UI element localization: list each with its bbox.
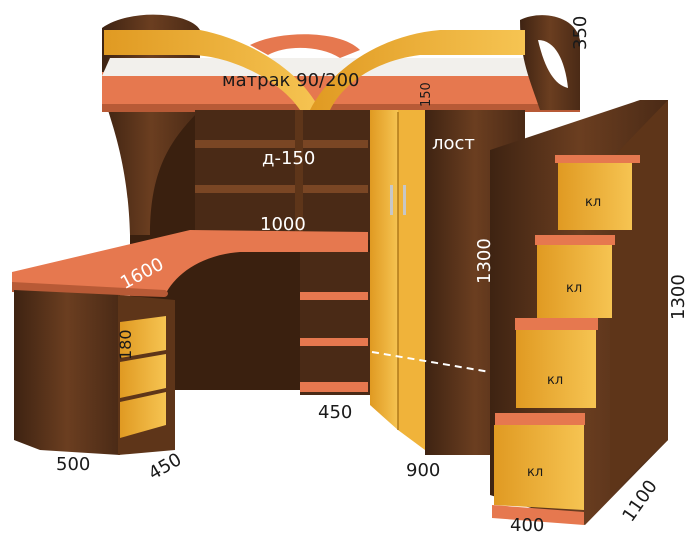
- pedestal-drawer-1: [120, 316, 166, 358]
- label-pedestal-height: 180: [116, 329, 135, 360]
- step-2-top: [535, 235, 615, 245]
- label-pedestal-width: 500: [56, 454, 91, 475]
- desk-pedestal: [14, 290, 120, 455]
- label-desk-width: 1000: [260, 214, 306, 235]
- open-shelf-column: [300, 252, 370, 395]
- label-wardrobe: лост: [432, 133, 475, 154]
- stair-drawer-3: [516, 330, 596, 408]
- open-shelf-2: [300, 338, 368, 346]
- label-drawer-1: кл: [585, 195, 602, 210]
- wardrobe-door-right: [398, 110, 425, 450]
- bed-guard-center: [250, 34, 360, 58]
- label-shelf-depth: д-150: [262, 148, 316, 169]
- label-bed-height: 350: [570, 15, 591, 50]
- step-1-top: [555, 155, 640, 163]
- label-stairs-height: 1300: [668, 274, 689, 320]
- stair-drawer-1: [558, 163, 632, 230]
- label-drawer-3: кл: [547, 373, 564, 388]
- step-3-top: [515, 318, 598, 330]
- label-shelf-width: 450: [318, 402, 353, 423]
- stair-drawer-4: [494, 425, 584, 510]
- open-shelf-3: [300, 382, 368, 392]
- dashed-guide: [371, 351, 491, 373]
- label-bed-gap: 150: [419, 82, 434, 107]
- shelf-board-2: [195, 185, 368, 193]
- open-shelf-1: [300, 292, 368, 300]
- label-drawer-2: кл: [566, 281, 583, 296]
- bed-guard-left: [104, 30, 320, 110]
- pedestal-drawer-2: [120, 354, 166, 398]
- label-wardrobe-width: 900: [406, 460, 441, 481]
- label-mattress: матрак 90/200: [222, 70, 360, 91]
- stair-drawer-2: [537, 245, 612, 318]
- wardrobe-handle-left: [390, 185, 393, 215]
- wardrobe-handle-right: [403, 185, 406, 215]
- bed-guard-right: [310, 30, 525, 110]
- label-stairs-width: 400: [510, 515, 545, 536]
- mattress: [102, 58, 575, 76]
- label-drawer-4: кл: [527, 465, 544, 480]
- desk-top: [12, 230, 368, 295]
- label-wardrobe-height: 1300: [474, 238, 495, 284]
- stairs-plinth: [492, 505, 584, 525]
- pedestal-drawer-3: [120, 392, 166, 438]
- step-4-top: [495, 413, 585, 425]
- headboard-cutout: [538, 40, 568, 88]
- wardrobe-door-left: [370, 110, 398, 430]
- shelf-board-1: [195, 140, 368, 148]
- shelf-divider: [295, 110, 303, 240]
